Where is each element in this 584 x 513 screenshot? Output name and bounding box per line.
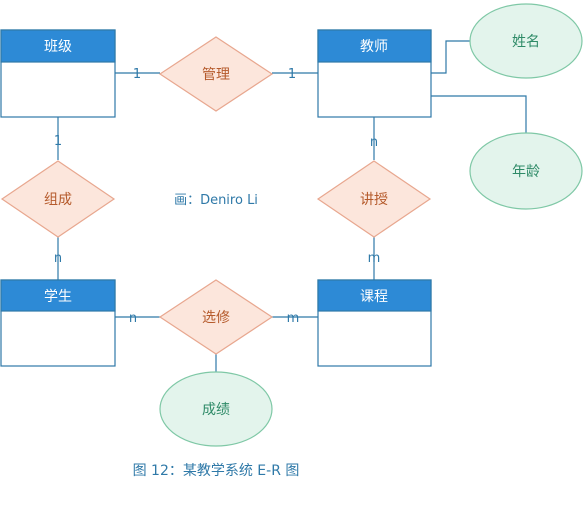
- attribute-score-ellipse: [159, 371, 273, 447]
- entity-teacher: 教师: [317, 29, 432, 118]
- cardinality-teacher-manage: 1: [288, 67, 296, 82]
- entity-teacher-label: 教师: [360, 39, 388, 55]
- entity-course-header: [317, 279, 432, 312]
- attribute-score-label: 成绩: [202, 402, 230, 418]
- cardinality-teacher-teach: n: [370, 135, 378, 150]
- entity-class-header: [0, 29, 116, 63]
- relationship-elective-label: 选修: [202, 310, 230, 326]
- relationship-teach-diamond: [316, 160, 432, 238]
- relationship-manage-label: 管理: [202, 67, 230, 83]
- cardinality-student-elective: n: [129, 311, 137, 326]
- cardinality-course-teach: m: [368, 251, 381, 266]
- cardinality-course-elective: m: [287, 311, 300, 326]
- relationship-compose-label: 组成: [44, 192, 72, 208]
- attribute-age: 年龄: [469, 132, 583, 210]
- cardinality-class-manage: 1: [133, 67, 141, 82]
- relationship-elective-diamond: [158, 279, 274, 355]
- entity-course: 课程: [317, 279, 432, 367]
- entity-course-label: 课程: [360, 289, 388, 305]
- relationship-elective: 选修: [158, 279, 274, 355]
- entity-student-header: [0, 279, 116, 312]
- line-teacher-age: [431, 95, 527, 133]
- attribute-score: 成绩: [159, 371, 273, 447]
- relationship-manage-diamond: [158, 36, 274, 112]
- entity-class-label: 班级: [44, 39, 72, 55]
- attribute-age-label: 年龄: [512, 164, 540, 180]
- attribute-name-label: 姓名: [512, 34, 540, 50]
- entity-class: 班级: [0, 29, 116, 118]
- relationship-manage: 管理: [158, 36, 274, 112]
- relationship-teach-label: 讲授: [360, 192, 388, 208]
- cardinality-student-compose: n: [54, 251, 62, 266]
- relationship-compose: 组成: [0, 160, 116, 238]
- relationship-teach: 讲授: [316, 160, 432, 238]
- cardinality-labels: 1 1 1 n n m n m: [54, 67, 380, 326]
- line-teacher-name: [431, 40, 470, 74]
- entity-teacher-header: [317, 29, 432, 63]
- figure-caption: 图 12：某教学系统 E-R 图: [133, 463, 300, 479]
- connectors: [57, 40, 527, 372]
- cardinality-class-compose: 1: [54, 134, 62, 149]
- attribute-age-ellipse: [469, 132, 583, 210]
- entity-student-label: 学生: [44, 289, 72, 305]
- author-credit: 画：Deniro Li: [174, 193, 258, 208]
- attribute-name-ellipse: [469, 3, 583, 79]
- entity-student: 学生: [0, 279, 116, 367]
- relationship-compose-diamond: [0, 160, 116, 238]
- attribute-name: 姓名: [469, 3, 583, 79]
